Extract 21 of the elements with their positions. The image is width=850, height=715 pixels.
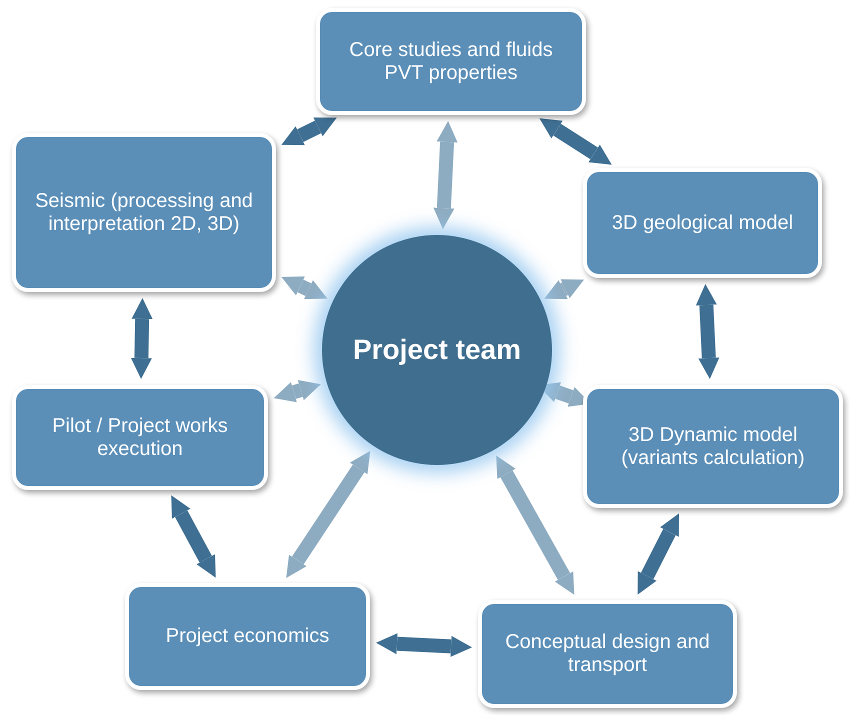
double-arrow <box>281 118 337 146</box>
double-arrow <box>286 450 370 578</box>
center-label: Project team <box>352 333 522 367</box>
double-arrow <box>539 118 612 165</box>
box-label: Conceptual design and transport <box>504 631 711 677</box>
double-arrow <box>171 495 216 578</box>
double-arrow <box>281 276 328 300</box>
double-arrow <box>376 633 472 657</box>
box-label: 3D Dynamic model (variants calculation) <box>620 424 806 470</box>
box-label: Pilot / Project works execution <box>51 414 229 460</box>
double-arrow <box>496 456 574 595</box>
double-arrow <box>130 298 153 379</box>
double-arrow <box>433 121 458 230</box>
double-arrow <box>638 513 679 595</box>
double-arrow <box>274 380 321 402</box>
box-label: Seismic (processing and interpretation 2D, 3D) <box>34 190 254 236</box>
double-arrow <box>544 279 584 300</box>
double-arrow <box>696 284 720 379</box>
box-label: Project economics <box>166 625 330 648</box>
box-label: 3D geological model <box>612 212 794 234</box>
box-label: Core studies and fluids PVT properties <box>348 38 554 84</box>
